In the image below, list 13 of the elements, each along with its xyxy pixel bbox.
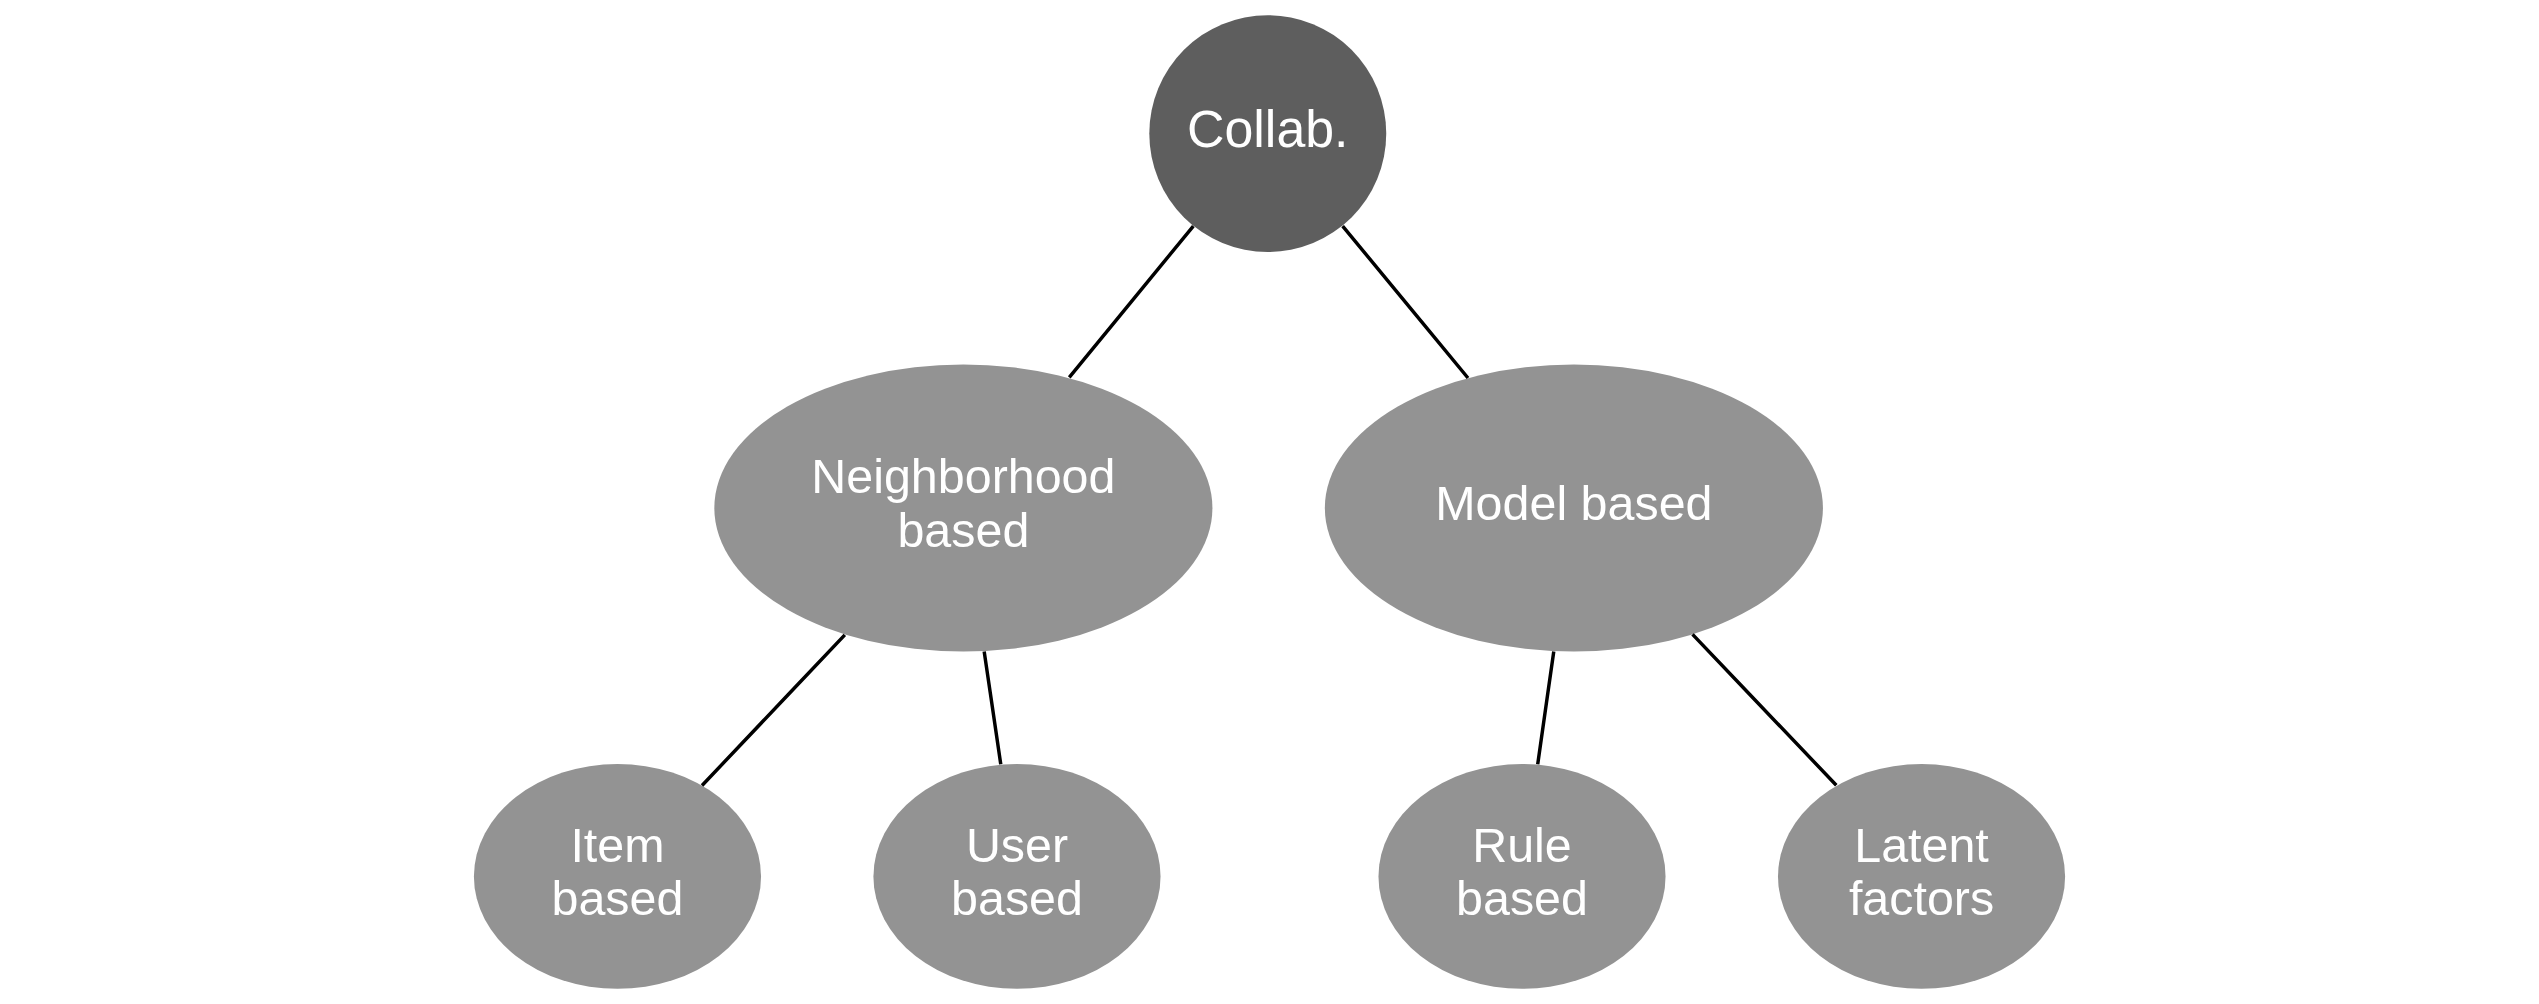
connector bbox=[700, 633, 847, 787]
node-ellipse: User based bbox=[873, 764, 1161, 989]
connector bbox=[982, 651, 1003, 765]
node-circle: Collab. bbox=[1149, 15, 1387, 253]
connector bbox=[1067, 225, 1195, 379]
node-ellipse: Model based bbox=[1324, 364, 1823, 652]
node-ellipse: Neighborhood based bbox=[714, 364, 1213, 652]
node-ellipse: Item based bbox=[473, 764, 761, 989]
connector bbox=[1691, 633, 1838, 787]
node-ellipse: Latent factors bbox=[1778, 764, 2066, 989]
connector bbox=[1536, 651, 1556, 765]
node-ellipse: Rule based bbox=[1378, 764, 1666, 989]
connector bbox=[1341, 225, 1470, 380]
